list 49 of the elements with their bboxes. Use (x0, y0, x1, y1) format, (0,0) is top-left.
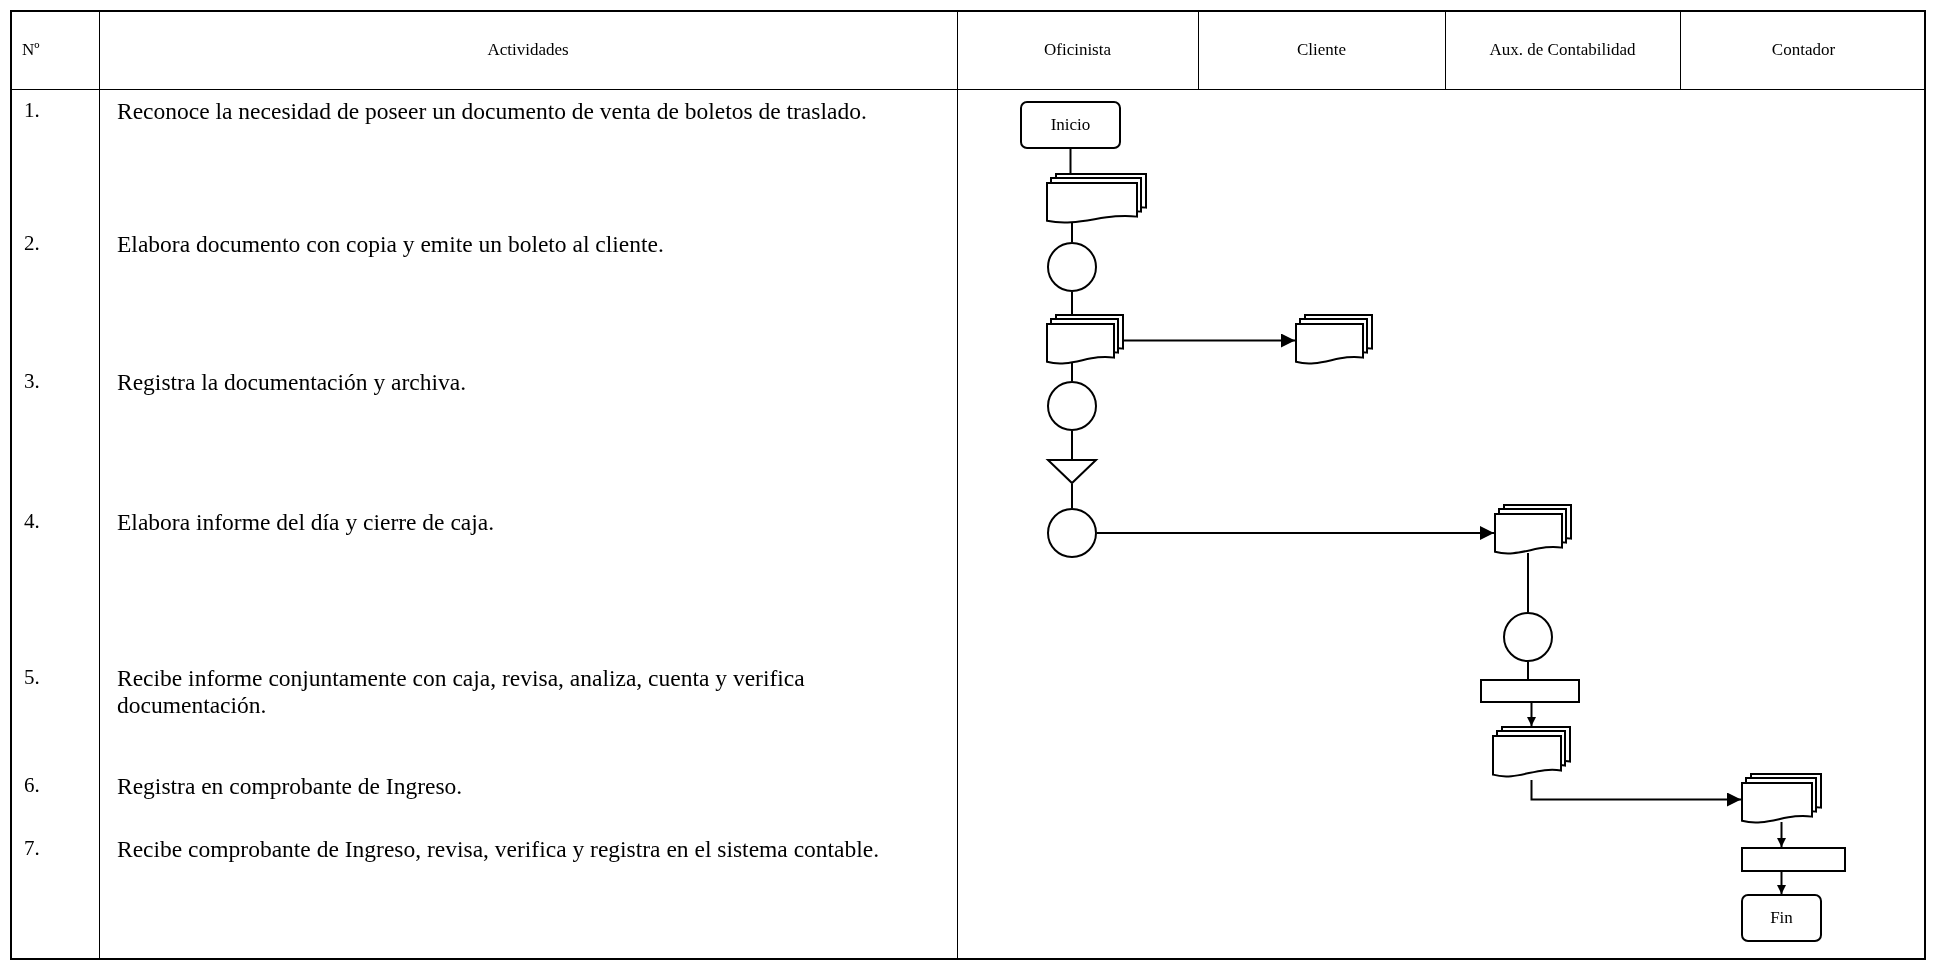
arrow (1096, 526, 1495, 540)
activity-text: Registra la documentación y archiva. (117, 369, 468, 396)
connector-circle (1047, 381, 1097, 431)
connector-line (1071, 430, 1073, 460)
arrow (1777, 821, 1786, 848)
activity-text: Reconoce la necesidad de poseer un documento de venta de boletos de traslado. (117, 98, 868, 125)
document-symbol (1046, 173, 1147, 226)
connector-line (1071, 362, 1073, 382)
document-symbol (1494, 504, 1572, 557)
row-number: 7. (24, 836, 40, 861)
row-number: 4. (24, 509, 40, 534)
activity-text: Elabora informe del día y cierre de caja. (117, 509, 496, 536)
connector-line (1071, 483, 1073, 509)
activity-text: Recibe comprobante de Ingreso, revisa, verifica y registra en el sistema contable. (117, 836, 881, 863)
connector-line (1069, 148, 1072, 174)
connector-line (1527, 552, 1529, 613)
arrow (1530, 779, 1742, 807)
process-box (1741, 847, 1846, 872)
connector-line (1527, 661, 1529, 680)
arrow (1777, 871, 1786, 895)
connector-line (1071, 291, 1073, 315)
process-box (1480, 679, 1580, 703)
document-symbol (1046, 314, 1124, 367)
row-number: 5. (24, 665, 40, 690)
connector-circle (1047, 508, 1097, 558)
arrow (1527, 702, 1536, 727)
arrow (1123, 333, 1296, 348)
connector-line (1071, 221, 1073, 243)
activity-text: Recibe informe conjuntamente con caja, revisa, analiza, cuenta y verifica documentación. (117, 665, 806, 719)
column-header: Aux. de Contabilidad (1488, 40, 1637, 60)
column-header: Contador (1770, 40, 1837, 60)
row-number: 3. (24, 369, 40, 394)
activity-text: Elabora documento con copia y emite un boleto al cliente. (117, 231, 665, 258)
connector-circle (1047, 242, 1097, 292)
column-header: Nº (22, 40, 40, 60)
column-header: Cliente (1295, 40, 1348, 60)
activity-text: Registra en comprobante de Ingreso. (117, 773, 464, 800)
document-symbol (1741, 773, 1822, 826)
document-symbol (1295, 314, 1373, 367)
document-symbol (1492, 726, 1571, 780)
row-number: 6. (24, 773, 40, 798)
row-number: 2. (24, 231, 40, 256)
terminal-box: Inicio (1020, 101, 1121, 149)
terminal-box: Fin (1741, 894, 1822, 942)
file-triangle (1047, 459, 1097, 484)
column-header: Actividades (486, 40, 570, 60)
connector-circle (1503, 612, 1553, 662)
row-number: 1. (24, 98, 40, 123)
column-header: Oficinista (1042, 40, 1112, 60)
